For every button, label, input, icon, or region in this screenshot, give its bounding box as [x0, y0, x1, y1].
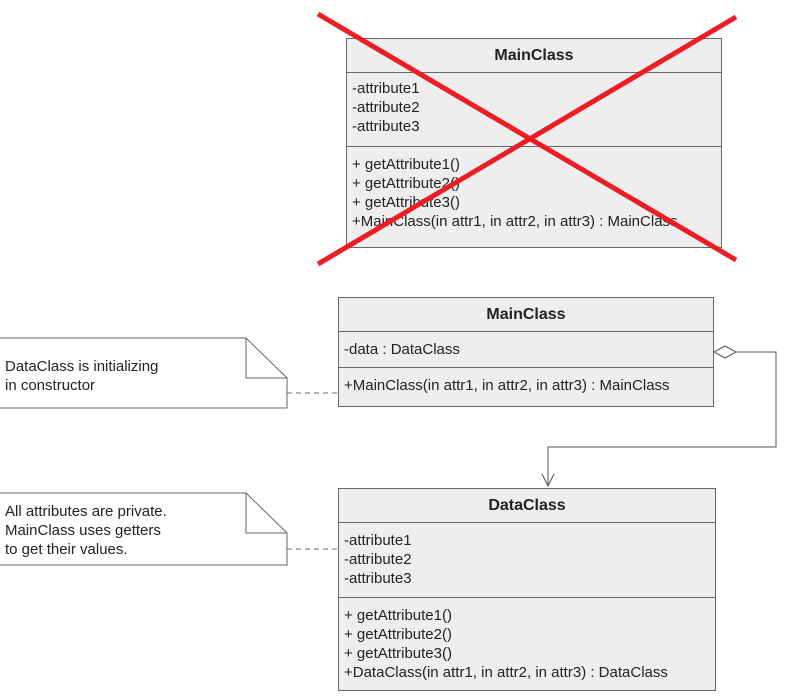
note-data-fold [245, 493, 287, 534]
class-operation: +DataClass(in attr1, in attr2, in attr3)… [344, 664, 668, 681]
class-operation: + getAttribute3() [344, 645, 452, 662]
class-attribute: -attribute2 [344, 551, 412, 568]
aggregation-line [547, 351, 777, 486]
note-line: MainClass uses getters [5, 522, 161, 539]
data-class-name: DataClass [339, 489, 715, 523]
main-class-operations: +MainClass(in attr1, in attr2, in attr3)… [339, 368, 713, 395]
note-line: in constructor [5, 377, 96, 394]
note-line: to get their values. [5, 541, 128, 558]
class-attribute: -attribute1 [352, 80, 420, 97]
class-attribute: -attribute1 [344, 532, 412, 549]
class-operation: + getAttribute3() [352, 194, 460, 211]
crossed-class-attributes: -attribute1 -attribute2 -attribute3 [347, 73, 721, 147]
note-data-text: All attributes are private. MainClass us… [5, 502, 167, 559]
class-attribute: -attribute3 [344, 570, 412, 587]
class-attribute: -attribute3 [352, 118, 420, 135]
class-attribute: -attribute2 [352, 99, 420, 116]
main-class-attributes: -data : DataClass [339, 332, 713, 368]
main-class-box: MainClass -data : DataClass +MainClass(i… [338, 297, 714, 407]
data-class-attributes: -attribute1 -attribute2 -attribute3 [339, 523, 715, 598]
aggregation-diamond [712, 345, 738, 359]
note-line: All attributes are private. [5, 503, 167, 520]
crossed-class-name: MainClass [347, 39, 721, 73]
class-attribute: -data : DataClass [344, 341, 460, 358]
crossed-main-class-box: MainClass -attribute1 -attribute2 -attri… [346, 38, 722, 248]
class-operation: +MainClass(in attr1, in attr2, in attr3)… [344, 377, 670, 394]
class-operation: + getAttribute2() [344, 626, 452, 643]
aggregation-arrowhead [541, 473, 555, 488]
class-operation: + getAttribute2() [352, 175, 460, 192]
note-main-text: DataClass is initializing in constructor [5, 357, 158, 395]
crossed-class-operations: + getAttribute1() + getAttribute2() + ge… [347, 147, 721, 231]
class-operation: +MainClass(in attr1, in attr2, in attr3)… [352, 213, 678, 230]
data-class-operations: + getAttribute1() + getAttribute2() + ge… [339, 598, 715, 682]
note-line: DataClass is initializing [5, 358, 159, 375]
note-main-fold [245, 338, 287, 379]
class-operation: + getAttribute1() [352, 156, 460, 173]
main-class-name: MainClass [339, 298, 713, 332]
class-operation: + getAttribute1() [344, 607, 452, 624]
data-class-box: DataClass -attribute1 -attribute2 -attri… [338, 488, 716, 691]
